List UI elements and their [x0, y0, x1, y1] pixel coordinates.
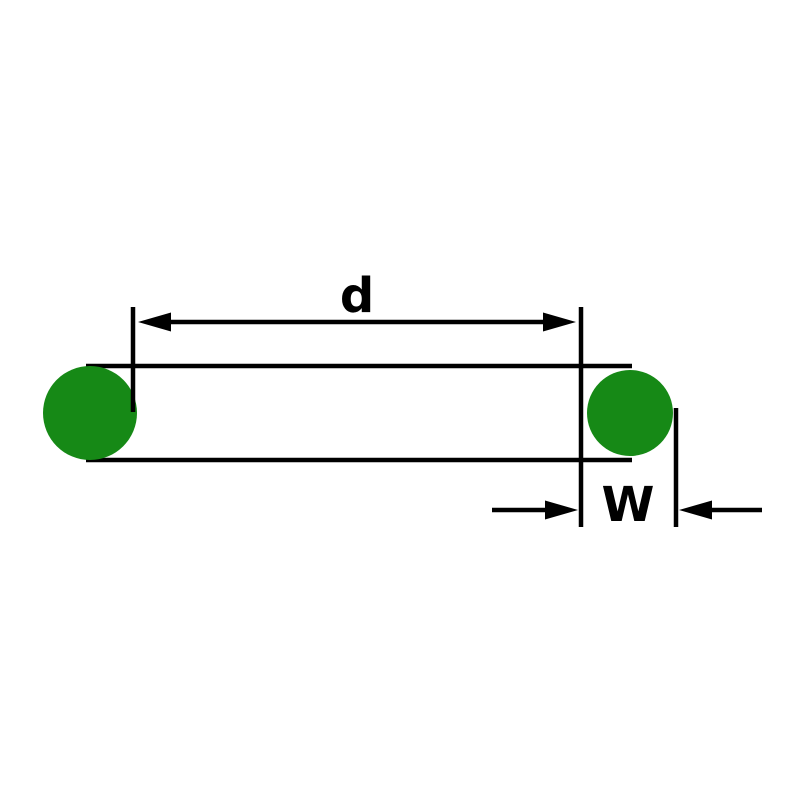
ring-cross-section-right: [587, 370, 673, 456]
w-arrowhead-right: [679, 500, 712, 520]
ring-cross-section-left: [43, 366, 137, 460]
d-arrowhead-left: [138, 312, 171, 332]
cross-section-width-label: W: [602, 477, 655, 533]
w-arrowhead-left: [545, 500, 578, 520]
d-arrowhead-right: [543, 312, 576, 332]
inner-diameter-label: d: [340, 268, 374, 324]
